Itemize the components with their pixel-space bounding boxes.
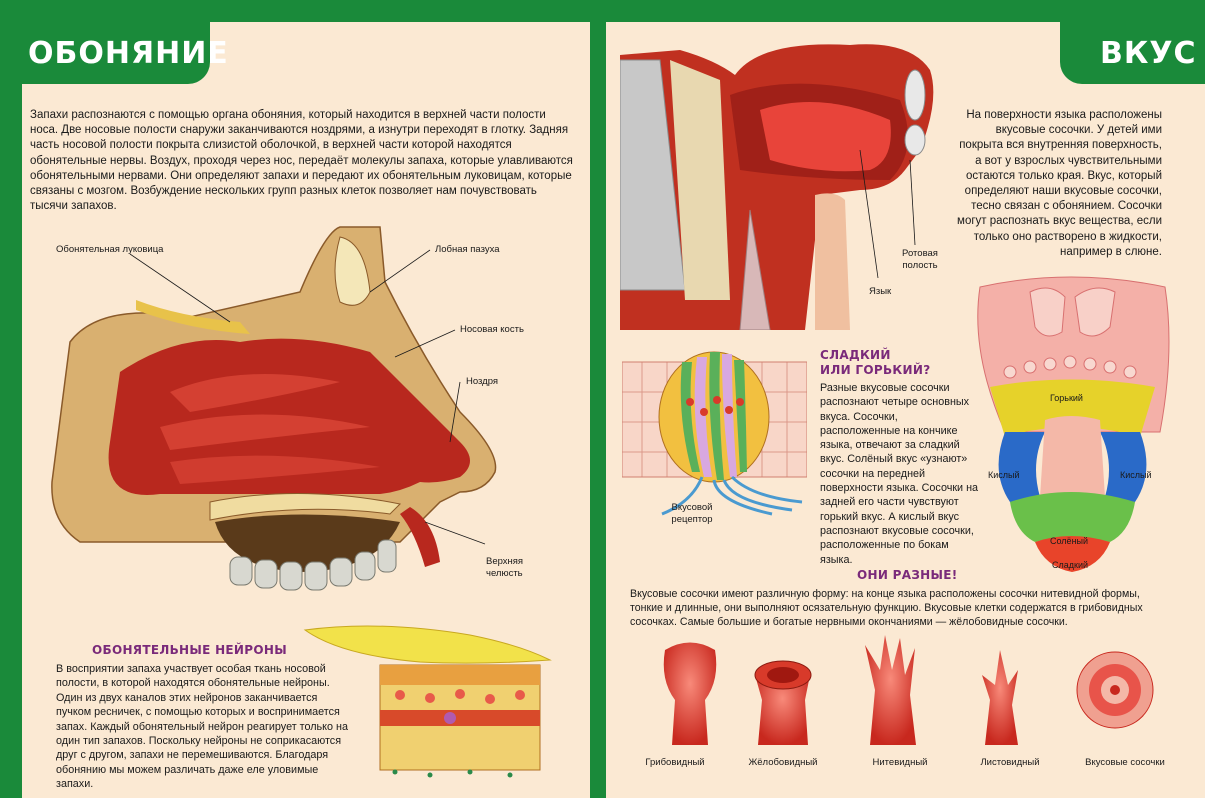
zone-bitter: Горький [1050, 393, 1083, 403]
smell-intro: Запахи распознаются с помощью органа обо… [30, 109, 573, 213]
papilla-label-fungiform: Грибовидный [645, 757, 705, 768]
sweet-bitter-heading-2: ИЛИ ГОРЬКИЙ? [820, 363, 931, 377]
sweet-bitter-text: Разные вкусовые сосочки распознают четыр… [820, 382, 979, 566]
label-taste-receptor-2: рецептор [671, 514, 713, 525]
papillae-illustration [663, 635, 1154, 745]
label-frontal-sinus: Лобная пазуха [435, 244, 500, 255]
neurons-text: В восприятии запаха участвует особая тка… [56, 663, 349, 791]
smell-title: ОБОНЯНИЕ [0, 22, 228, 84]
label-upper-jaw-1: Верхняя [486, 556, 524, 567]
label-taste-receptor-1: Вкусовой [671, 502, 713, 513]
label-olfactory-bulb: Обонятельная луковица [56, 244, 164, 255]
papilla-label-taste-buds: Вкусовые сосочки [1085, 757, 1165, 768]
papilla-label-filiform: Нитевидный [872, 757, 928, 768]
label-mouth-cavity-1: Ротовая [902, 248, 938, 259]
spine [590, 0, 606, 798]
label-upper-jaw-2: челюсть [486, 568, 523, 579]
label-tongue: Язык [869, 286, 892, 297]
label-nostril: Ноздря [466, 376, 499, 387]
zone-sour-right: Кислый [1120, 470, 1152, 480]
label-mouth-cavity-2: полость [902, 260, 938, 271]
taste-intro: На поверхности языка расположены вкусовы… [957, 109, 1162, 258]
taste-title: ВКУС [1060, 22, 1205, 84]
zone-salty: Солёный [1050, 536, 1089, 546]
different-text: Вкусовые сосочки имеют различную форму: … [630, 588, 1143, 629]
sweet-bitter-heading-1: СЛАДКИЙ [820, 348, 891, 362]
zone-sweet: Сладкий [1052, 560, 1088, 570]
neurons-heading: ОБОНЯТЕЛЬНЫЕ НЕЙРОНЫ [92, 643, 287, 657]
label-nasal-bone: Носовая кость [460, 324, 524, 335]
zone-sour-left: Кислый [988, 470, 1020, 480]
head-cross-section-illustration [620, 44, 934, 330]
olfactory-tissue-illustration [303, 625, 552, 778]
nose-cross-section-illustration [51, 226, 497, 591]
papilla-label-foliate: Листовидный [980, 757, 1040, 768]
different-heading: ОНИ РАЗНЫЕ! [857, 568, 958, 582]
papilla-label-circumvallate: Жёлобовидный [748, 757, 818, 768]
taste-receptor-illustration [622, 351, 807, 516]
tongue-taste-map-illustration [977, 276, 1170, 572]
